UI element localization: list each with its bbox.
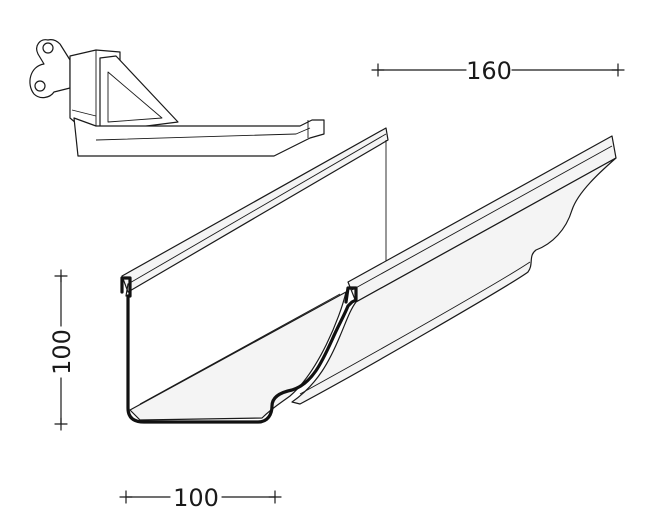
bracket-screw-hole-top bbox=[42, 42, 54, 54]
width-dim-tick-right bbox=[268, 490, 282, 504]
width-dim-tick-left bbox=[119, 490, 133, 504]
height-dim-tick-bottom bbox=[54, 417, 68, 431]
gutter-front-face bbox=[291, 157, 617, 405]
back-rail-line bbox=[127, 133, 387, 285]
front-rail-line bbox=[351, 145, 613, 291]
length-dim-tick-left bbox=[371, 63, 385, 77]
dimension-length: 160 bbox=[371, 57, 625, 85]
length-dim-tick-right bbox=[611, 63, 625, 77]
gutter-bracket bbox=[29, 39, 325, 157]
bracket-screw-hole-bottom bbox=[34, 80, 46, 92]
gutter-end-profile bbox=[120, 276, 358, 424]
profile-bead-back bbox=[125, 283, 129, 297]
bracket-truss bbox=[99, 55, 179, 133]
front-face-crease bbox=[299, 261, 531, 395]
gutter-body bbox=[120, 127, 617, 424]
bracket-arm-rib bbox=[71, 109, 97, 117]
width-dim-label: 100 bbox=[173, 484, 219, 512]
dimension-height: 100 bbox=[48, 269, 76, 431]
height-dim-tick-top bbox=[54, 269, 68, 283]
bracket-base-edge bbox=[95, 127, 311, 141]
bracket-truss-opening bbox=[107, 71, 163, 123]
dimension-width: 100 bbox=[119, 484, 282, 512]
gutter-trough bbox=[129, 291, 347, 421]
height-dim-label: 100 bbox=[48, 329, 76, 375]
length-dim-label: 160 bbox=[466, 57, 512, 85]
bracket-mount-plate bbox=[29, 39, 71, 99]
trough-line bbox=[139, 293, 341, 405]
